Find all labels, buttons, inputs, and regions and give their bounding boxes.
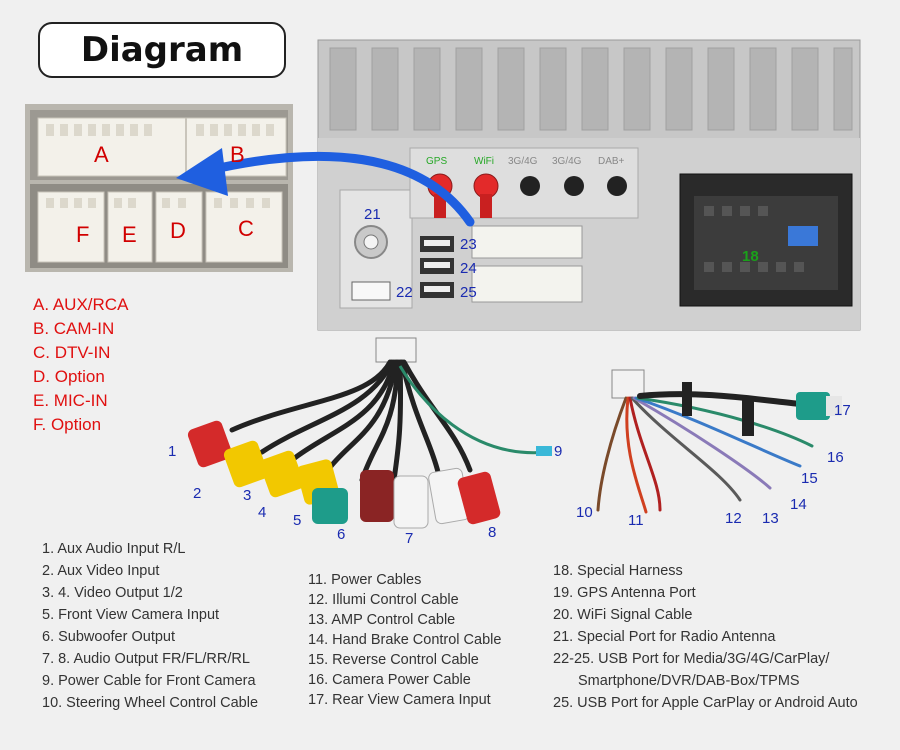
- head-unit-back: [317, 39, 861, 331]
- callout-4: 4: [258, 504, 267, 521]
- callout-24: 24: [460, 260, 477, 277]
- arrowhead: [176, 148, 228, 196]
- callout-23: 23: [460, 236, 477, 253]
- callout-2: 2: [193, 485, 202, 502]
- cable-list-3: 18. Special Harness 19. GPS Antenna Port…: [553, 560, 858, 714]
- legend-item: D. Option: [33, 367, 105, 386]
- list-item: 21. Special Port for Radio Antenna: [553, 629, 776, 645]
- port-label-3g4g-2: 3G/4G: [552, 156, 582, 167]
- list-item: 3. 4. Video Output 1/2: [42, 585, 183, 601]
- list-item: 6. Subwoofer Output: [42, 629, 175, 645]
- callout-25: 25: [460, 284, 477, 301]
- legend-item: A. AUX/RCA: [33, 295, 129, 314]
- list-item: 1. Aux Audio Input R/L: [42, 541, 186, 557]
- callout-17: 17: [834, 402, 851, 419]
- list-item: 17. Rear View Camera Input: [308, 692, 491, 708]
- callout-8: 8: [488, 524, 497, 541]
- power-harness: [596, 369, 842, 514]
- legend-item: F. Option: [33, 415, 102, 434]
- list-item: 20. WiFi Signal Cable: [553, 607, 693, 623]
- list-item: 22-25. USB Port for Media/3G/4G/CarPlay/: [553, 651, 830, 667]
- connector-letter-c: C: [238, 216, 254, 241]
- cable-list-1: 1. Aux Audio Input R/L 2. Aux Video Inpu…: [42, 538, 258, 714]
- connector-legend: A. AUX/RCA B. CAM-IN C. DTV-IN D. Option…: [33, 293, 128, 437]
- connector-letter-d: D: [170, 218, 186, 243]
- port-label-gps: GPS: [426, 156, 448, 167]
- list-item: 2. Aux Video Input: [42, 563, 160, 579]
- callout-15: 15: [801, 470, 818, 487]
- list-item: 12. Illumi Control Cable: [308, 592, 459, 608]
- callout-10: 10: [576, 504, 593, 521]
- list-item: 19. GPS Antenna Port: [553, 585, 696, 601]
- legend-item: E. MIC-IN: [33, 391, 108, 410]
- callout-3: 3: [243, 487, 252, 504]
- list-item: 9. Power Cable for Front Camera: [42, 673, 256, 689]
- pointer-arrow: [205, 151, 475, 227]
- list-item: 10. Steering Wheel Control Cable: [42, 695, 259, 711]
- list-item: Smartphone/DVR/DAB-Box/TPMS: [578, 673, 800, 689]
- diagram-title: Diagram: [38, 22, 286, 78]
- connector-letter-a: A: [94, 142, 109, 167]
- list-item: 11. Power Cables: [308, 572, 422, 588]
- list-item: 18. Special Harness: [553, 563, 683, 579]
- port-label-dab: DAB+: [598, 156, 625, 167]
- connector-letter-b: B: [230, 142, 245, 167]
- legend-item: B. CAM-IN: [33, 319, 115, 338]
- callout-5: 5: [293, 512, 302, 529]
- list-item: 13. AMP Control Cable: [308, 612, 456, 628]
- callout-18: 18: [742, 248, 759, 265]
- list-item: 15. Reverse Control Cable: [308, 652, 479, 668]
- connector-letter-f: F: [76, 222, 90, 247]
- callout-7: 7: [405, 530, 414, 547]
- callout-11: 11: [628, 512, 644, 529]
- list-item: 14. Hand Brake Control Cable: [308, 632, 502, 648]
- connector-letter-e: E: [122, 222, 137, 247]
- callout-9: 9: [554, 443, 563, 460]
- legend-item: C. DTV-IN: [33, 343, 111, 362]
- rca-harness: [187, 337, 552, 529]
- list-item: 25. USB Port for Apple CarPlay or Androi…: [553, 695, 858, 711]
- list-item: 5. Front View Camera Input: [42, 607, 220, 623]
- callout-13: 13: [762, 510, 779, 527]
- list-item: 7. 8. Audio Output FR/FL/RR/RL: [42, 651, 250, 667]
- callout-1: 1: [168, 443, 177, 460]
- callout-16: 16: [827, 449, 844, 466]
- list-item: 16. Camera Power Cable: [308, 672, 471, 688]
- callout-6: 6: [337, 526, 346, 543]
- callout-22: 22: [396, 284, 413, 301]
- cable-list-2: 11. Power Cables 12. Illumi Control Cabl…: [308, 570, 501, 710]
- port-label-wifi: WiFi: [474, 156, 494, 167]
- connector-closeup: [25, 104, 293, 272]
- callout-21: 21: [364, 206, 381, 223]
- port-label-3g4g-1: 3G/4G: [508, 156, 538, 167]
- callout-14: 14: [790, 496, 807, 513]
- callout-12: 12: [725, 510, 742, 527]
